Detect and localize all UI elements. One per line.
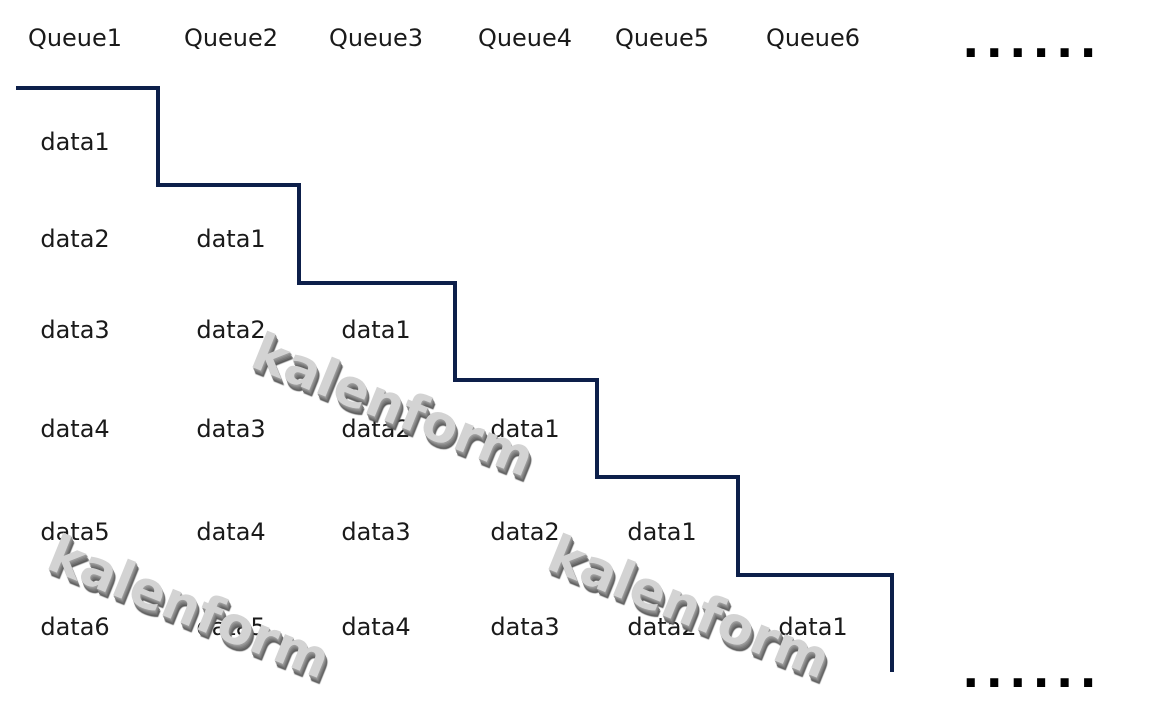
cell-r6-c5: data2 [627, 613, 697, 641]
queue-header-4: Queue4 [477, 24, 573, 52]
staircase-line [16, 86, 894, 672]
cell-r6-c3: data4 [341, 613, 411, 641]
cell-r3-c2: data2 [196, 316, 266, 344]
queue-header-1: Queue1 [27, 24, 123, 52]
cell-r5-c3: data3 [341, 518, 411, 546]
cell-r4-c4: data1 [490, 415, 560, 443]
cell-r4-c2: data3 [196, 415, 266, 443]
cell-r5-c2: data4 [196, 518, 266, 546]
cell-r6-c6: data1 [778, 613, 848, 641]
cell-r4-c3: data2 [341, 415, 411, 443]
queue-header-5: Queue5 [614, 24, 710, 52]
cell-r1-c1: data1 [40, 128, 110, 156]
cell-r3-c1: data3 [40, 316, 110, 344]
cell-r5-c5: data1 [627, 518, 697, 546]
queue-header-2: Queue2 [183, 24, 279, 52]
queue-header-3: Queue3 [328, 24, 424, 52]
cell-r2-c1: data2 [40, 225, 110, 253]
cell-r3-c3: data1 [341, 316, 411, 344]
cell-r5-c4: data2 [490, 518, 560, 546]
cell-r6-c1: data6 [40, 613, 110, 641]
cell-r2-c2: data1 [196, 225, 266, 253]
cell-r4-c1: data4 [40, 415, 110, 443]
cell-r6-c4: data3 [490, 613, 560, 641]
cell-r5-c1: data5 [40, 518, 110, 546]
ellipsis-bottom: ...... [962, 644, 1103, 698]
cell-r6-c2: data5 [196, 613, 266, 641]
ellipsis-top: ...... [962, 14, 1103, 68]
queue-header-6: Queue6 [765, 24, 861, 52]
